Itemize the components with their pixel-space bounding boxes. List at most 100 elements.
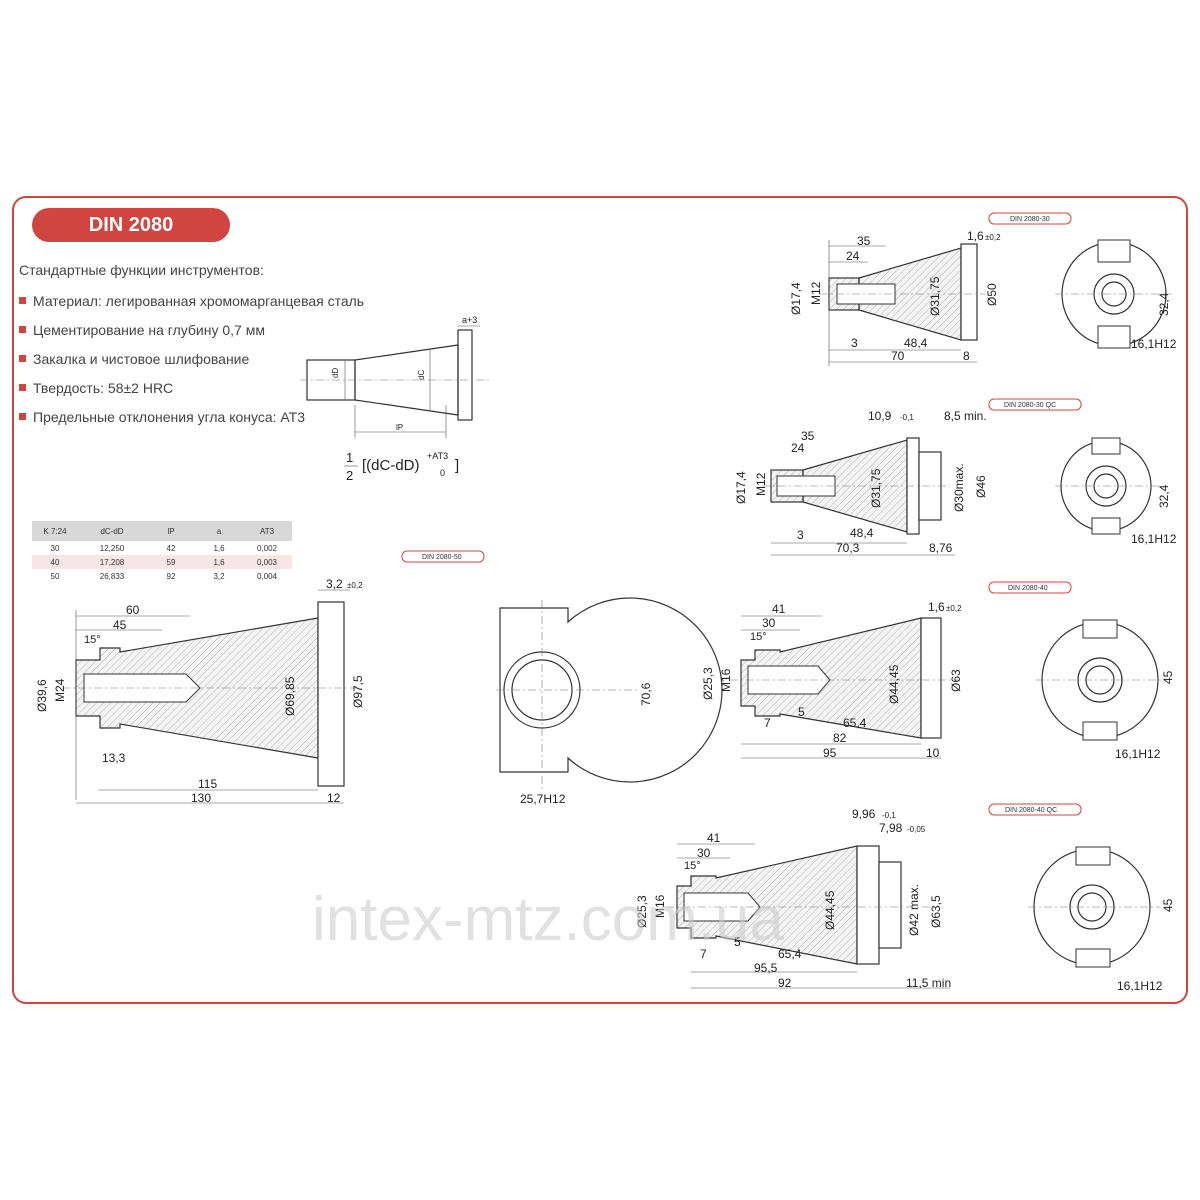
dim-label: 5 — [734, 935, 741, 949]
dim-label: 10,9 — [868, 409, 892, 423]
drive-slot — [1091, 517, 1121, 535]
dim-label: 9,96 — [852, 807, 876, 821]
dim-label: 65,4 — [843, 716, 867, 730]
drive-slot — [1075, 846, 1111, 866]
dim-label: ±0,2 — [985, 233, 1001, 242]
dim-label: 130 — [191, 791, 211, 805]
table-header-cell: AT3 — [242, 521, 292, 541]
dim-label: 35 — [857, 234, 871, 248]
dim-label: 7 — [764, 716, 771, 730]
schematic-flange — [457, 329, 473, 421]
drawing-30-side: 35 24 1,6 ±0,2 Ø17,4 M12 Ø31,75 Ø50 3 48… — [789, 229, 1001, 366]
dim-label: 8,5 min. — [944, 409, 987, 423]
dim-label: Ø63 — [949, 669, 963, 692]
dim-label: M16 — [719, 668, 733, 692]
table-cell: 12,250 — [99, 543, 125, 553]
table-row: 30 12,250 42 1,6 0,002 — [32, 541, 292, 555]
formula-numerator: 1 — [346, 450, 353, 465]
dim-label: 35 — [801, 429, 815, 443]
dim-label: Ø97,5 — [351, 675, 365, 708]
formula-sup: +AT3 — [427, 451, 448, 461]
features-list: Материал: легированная хромомарганцевая … — [19, 292, 364, 437]
dim-label: 115 — [198, 777, 217, 791]
dim-label: dD — [331, 368, 340, 378]
dim-label: Ø63,5 — [929, 895, 943, 928]
dim-label: Ø39,6 — [35, 679, 49, 712]
table-cell: 40 — [32, 555, 78, 569]
dim-label: ±0,2 — [347, 581, 363, 590]
flange-outline — [317, 601, 345, 787]
table-header-cell: K 7:24 — [32, 521, 78, 541]
dim-label: 3 — [797, 528, 804, 542]
drawing-50-side: 3,2 ±0,2 60 45 15° Ø39,6 M24 Ø69,85 Ø97,… — [35, 577, 365, 805]
dim-label: 1,6 — [928, 600, 945, 614]
tag-din-2080-40: DIN 2080-40 — [988, 581, 1072, 594]
dim-label: 48,4 — [850, 526, 874, 540]
dim-label: 24 — [846, 249, 860, 263]
dim-label: ±0,2 — [946, 604, 962, 613]
drive-slot — [1082, 721, 1118, 741]
bullet-icon — [19, 355, 26, 362]
dim-label: 30 — [762, 616, 776, 630]
table-cell: 42 — [166, 543, 176, 553]
bullet-icon — [19, 384, 26, 391]
qc-collar — [878, 861, 902, 949]
dim-label: 60 — [126, 603, 140, 617]
dim-label: 65,4 — [778, 947, 802, 961]
table-cell: 3,2 — [213, 571, 225, 581]
dim-label: a+3 — [462, 315, 477, 325]
dim-label: 30 — [697, 846, 711, 860]
drawing-30-front: 32,4 16,1H12 — [1055, 239, 1177, 351]
drive-slot — [1097, 239, 1131, 263]
bullet-icon — [19, 326, 26, 333]
dim-label: 32,4 — [1157, 292, 1171, 316]
dim-label: Ø31,75 — [928, 276, 942, 316]
dim-label: 82 — [833, 731, 847, 745]
dim-label: 41 — [772, 602, 786, 616]
formula-body: [(dC-dD) — [362, 457, 420, 474]
hatched-section — [677, 846, 857, 964]
dim-label: Ø30max. — [952, 463, 966, 512]
svg-text:DIN 2080-30 QC: DIN 2080-30 QC — [1004, 402, 1056, 409]
dim-label: 92 — [778, 976, 792, 990]
dim-label: 16,1H12 — [1115, 747, 1161, 761]
dim-label: Ø25,3 — [701, 667, 715, 700]
flange-outline — [856, 845, 880, 965]
table-cell: 1,6 — [213, 543, 225, 553]
bullet-icon — [19, 297, 26, 304]
drawing-40-side: 41 30 1,6 ±0,2 15° Ø25,3 M16 Ø44,45 Ø63 … — [701, 600, 963, 760]
dim-label: 1,6 — [967, 229, 984, 243]
table-cell: 50 — [50, 571, 60, 581]
dim-label: Ø17,4 — [734, 471, 748, 504]
table-header-cell: lP — [146, 521, 196, 541]
dim-label: 8,76 — [929, 541, 953, 555]
dim-label: 45 — [1161, 670, 1175, 684]
content-frame — [12, 196, 1188, 1004]
schematic-shank — [306, 359, 356, 401]
hatched-section — [741, 618, 921, 738]
dim-label: 95,5 — [754, 961, 778, 975]
dim-label: -0,1 — [900, 413, 914, 422]
dim-label: Ø69,85 — [283, 676, 297, 716]
spec-table: K 7:24 dC-dD lP a AT3 30 12,250 42 1,6 0… — [32, 521, 292, 583]
dim-label: lP — [396, 423, 403, 432]
dim-label: 10 — [926, 746, 940, 760]
dim-label: 16,1H12 — [1117, 979, 1163, 993]
drive-slot — [1075, 948, 1111, 968]
table-cell: 0,002 — [256, 543, 278, 553]
drive-slot — [1097, 325, 1131, 349]
drawing-30qc-side: 10,9 -0,1 8,5 min. 35 24 Ø17,4 M12 Ø31,7… — [734, 409, 988, 556]
table-cell: 30 — [50, 543, 60, 553]
dim-label: 8 — [963, 349, 970, 363]
tag-din-2080-30qc: DIN 2080-30 QC — [988, 398, 1082, 411]
dim-label: Ø42 max. — [907, 884, 921, 936]
drive-slot — [1082, 619, 1118, 639]
taper-schematic: a+3 dD dC lP 1 2 [(dC-dD) +AT3 0 ] — [300, 315, 490, 483]
table-cell: 92 — [166, 571, 176, 581]
table-cell: 0,003 — [242, 555, 292, 569]
table-header-cell: dC-dD — [78, 521, 146, 541]
svg-text:DIN 2080-30: DIN 2080-30 — [1010, 216, 1050, 223]
tag-din-2080-50: DIN 2080-50 — [401, 550, 485, 563]
dim-label: M16 — [653, 894, 667, 918]
dim-label: M12 — [809, 281, 823, 305]
